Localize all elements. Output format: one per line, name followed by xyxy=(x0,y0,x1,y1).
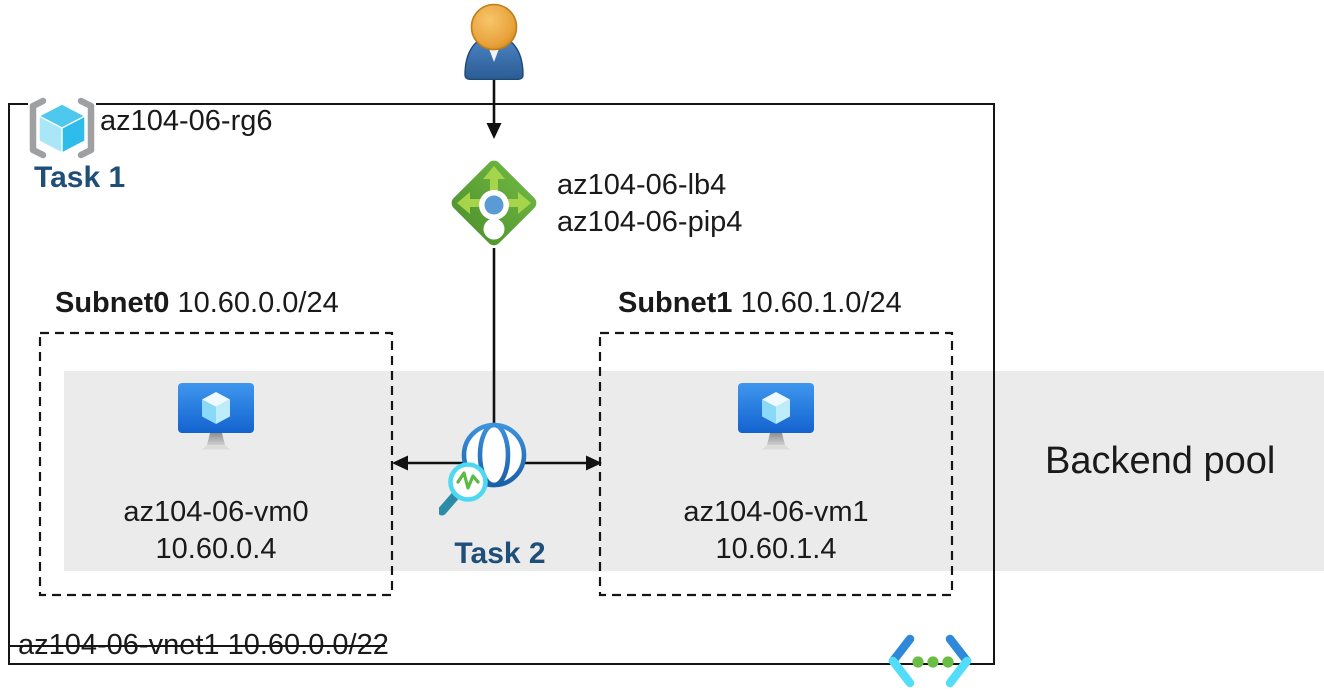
task2-label: Task 2 xyxy=(454,537,546,570)
resource-group-boundary xyxy=(8,103,995,665)
resource-group-name: az104-06-rg6 xyxy=(100,105,273,137)
subnet0-boundary xyxy=(38,331,394,597)
subnet0-cidr: 10.60.0.0/24 xyxy=(177,287,339,319)
code-icon xyxy=(888,634,972,688)
backend-pool-band xyxy=(64,371,1324,571)
load-balancer-icon xyxy=(451,160,537,246)
load-balancer-name: az104-06-lb4 xyxy=(557,169,727,201)
person-icon xyxy=(464,3,524,80)
network-watcher-icon xyxy=(439,422,527,516)
vm1-ip: 10.60.1.4 xyxy=(715,533,837,565)
public-ip-name: az104-06-pip4 xyxy=(557,206,743,238)
vm0-name: az104-06-vm0 xyxy=(123,496,309,528)
load-balancer-labels: az104-06-lb4 az104-06-pip4 xyxy=(557,167,742,241)
vnet-strike-line xyxy=(8,645,385,647)
vm-icon xyxy=(738,383,814,450)
user-to-lb-arrow xyxy=(486,78,502,139)
resource-group-icon xyxy=(28,96,96,160)
subnet1-cidr: 10.60.1.0/24 xyxy=(740,287,902,319)
subnet1-name: Subnet1 xyxy=(618,287,733,319)
subnet0-label: Subnet0 10.60.0.0/24 xyxy=(55,287,339,320)
subnet1-boundary xyxy=(598,331,954,597)
vm1-labels: az104-06-vm1 10.60.1.4 xyxy=(638,494,914,568)
vm1-name: az104-06-vm1 xyxy=(683,496,869,528)
task1-label: Task 1 xyxy=(34,161,126,194)
vm0-labels: az104-06-vm0 10.60.0.4 xyxy=(78,494,354,568)
subnet1-label: Subnet1 10.60.1.0/24 xyxy=(618,287,902,320)
subnet0-name: Subnet0 xyxy=(55,287,170,319)
vm0-ip: 10.60.0.4 xyxy=(155,533,277,565)
backend-pool-label: Backend pool xyxy=(1045,440,1276,482)
vm-icon xyxy=(178,383,254,450)
